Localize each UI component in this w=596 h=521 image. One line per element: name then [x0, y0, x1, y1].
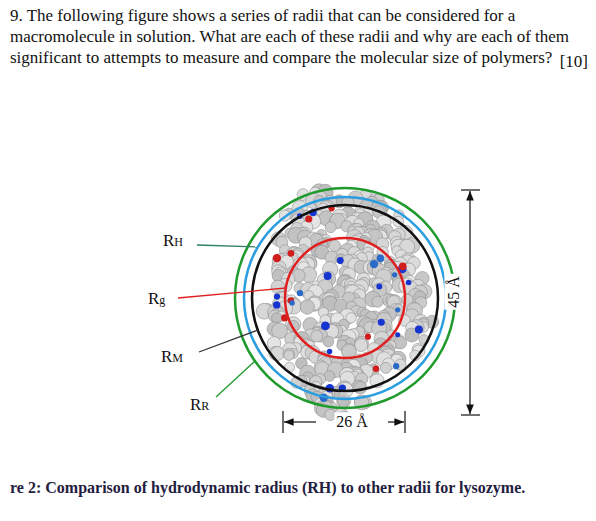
charged-residue	[415, 326, 423, 334]
leader-line	[216, 361, 255, 397]
atom	[270, 347, 284, 361]
leader-line	[178, 288, 286, 298]
atom	[337, 394, 351, 408]
charged-residue	[377, 255, 385, 263]
atom	[283, 348, 295, 360]
dimension-tick	[404, 411, 405, 433]
charged-residue	[395, 332, 400, 337]
leader-line	[197, 245, 257, 247]
charged-residue	[365, 334, 371, 340]
charged-residue	[376, 284, 382, 290]
charged-residue	[327, 349, 332, 354]
charged-residue	[373, 366, 379, 372]
atom	[372, 296, 383, 307]
dimension-tick	[461, 189, 480, 190]
rg-circle	[285, 238, 405, 358]
atom	[300, 300, 314, 314]
atom	[284, 350, 294, 360]
rr-circle	[235, 188, 455, 408]
charged-residue	[393, 363, 399, 369]
leader-line	[199, 330, 258, 352]
charged-residue	[305, 215, 312, 222]
marks: [10]	[560, 52, 588, 72]
question-text: 9. The following figure shows a series o…	[10, 5, 590, 68]
dimension-label: 26 Å	[334, 412, 370, 431]
charged-residue	[289, 300, 294, 305]
atom	[337, 396, 349, 408]
charged-residue	[297, 290, 303, 296]
atom	[355, 339, 368, 352]
dimension-tick	[282, 411, 283, 433]
rh-circle	[244, 197, 446, 399]
atom	[272, 313, 283, 324]
dimension-line	[284, 421, 316, 422]
radius-label: RM	[161, 344, 183, 367]
charged-residue	[399, 263, 407, 271]
radius-label: Rg	[148, 286, 165, 309]
charged-residue	[392, 272, 397, 277]
charged-residue	[395, 307, 400, 312]
radius-label: RR	[190, 392, 209, 415]
radius-label: RH	[163, 228, 183, 251]
dimension-line	[469, 191, 470, 414]
charged-residue	[273, 301, 280, 308]
dimension-label: 45 Å	[444, 274, 463, 310]
charged-residue	[321, 322, 330, 331]
charged-residue	[337, 257, 344, 264]
charged-residue	[288, 250, 295, 257]
atom	[311, 330, 323, 342]
charged-residue	[273, 254, 281, 262]
charged-residue	[274, 294, 280, 300]
charged-residue	[406, 280, 412, 286]
charged-residue	[378, 319, 385, 326]
atom	[325, 222, 336, 233]
atom	[380, 362, 391, 373]
charged-residue	[370, 260, 378, 268]
dimension-tick	[461, 414, 480, 415]
figure-caption: re 2: Comparison of hydrodynamic radius …	[10, 478, 525, 497]
charged-residue	[324, 272, 332, 280]
atom	[323, 336, 334, 347]
rm-circle	[252, 205, 438, 391]
dimension-line	[388, 421, 404, 422]
